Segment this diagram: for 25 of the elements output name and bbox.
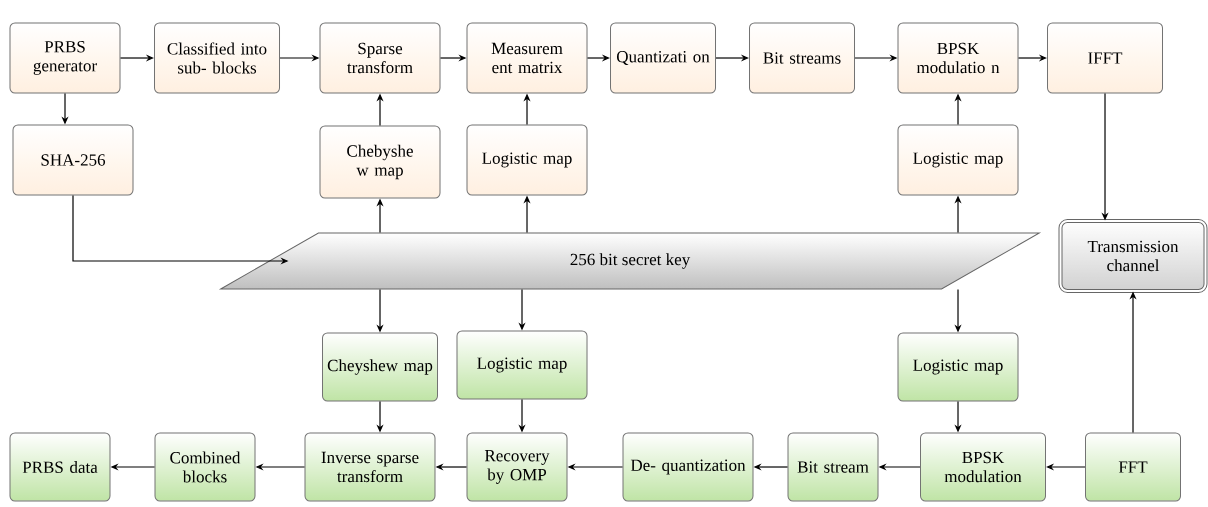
- process-box: IFFT: [1047, 22, 1163, 94]
- channel-box: Transmission channel: [1058, 219, 1208, 293]
- process-box: Cheyshew map: [322, 332, 438, 402]
- process-box: Logistic map: [466, 124, 588, 196]
- process-box: BPSK modulatio n: [897, 22, 1019, 94]
- process-box: Logistic map: [897, 124, 1019, 196]
- process-box: Measurem ent matrix: [466, 22, 588, 94]
- process-box: Logistic map: [456, 330, 588, 400]
- process-box: PRBS generator: [9, 22, 121, 94]
- process-box: Chebyshe w map: [319, 125, 441, 199]
- process-box: FFT: [1085, 432, 1181, 502]
- process-box: Classified into sub- blocks: [154, 22, 280, 94]
- process-box: Recovery by OMP: [466, 432, 568, 502]
- key-parallelogram: 256 bit secret key: [220, 232, 1040, 290]
- process-box: SHA-256: [12, 124, 134, 196]
- process-box: Quantizati on: [610, 22, 716, 94]
- process-box: PRBS data: [9, 432, 111, 502]
- process-box: Bit streams: [749, 22, 855, 94]
- process-box: De- quantization: [622, 432, 754, 502]
- process-box: Bit stream: [787, 432, 879, 502]
- process-box: Logistic map: [897, 332, 1019, 402]
- process-box: BPSK modulation: [920, 432, 1046, 502]
- process-box: Inverse sparse transform: [304, 432, 436, 502]
- process-box: Combined blocks: [154, 432, 256, 502]
- process-box: Sparse transform: [319, 22, 441, 94]
